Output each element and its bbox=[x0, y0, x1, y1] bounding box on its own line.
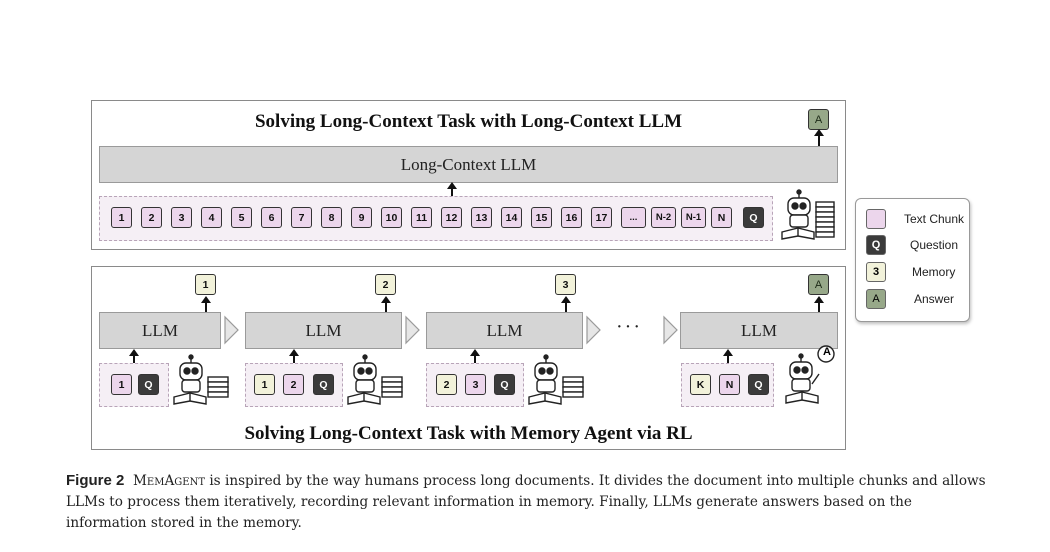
legend-swatch-question: Q bbox=[866, 235, 886, 255]
legend-row-memory: 3 Memory bbox=[866, 261, 955, 283]
legend-label-question: Question bbox=[910, 238, 959, 252]
reading-robot-icon-2 bbox=[347, 354, 403, 405]
legend-row-question: Q Question bbox=[866, 234, 958, 256]
bottom-panel-title: Solving Long-Context Task with Memory Ag… bbox=[244, 423, 693, 444]
figure-caption: Figure 2 MemAgent is inspired by the way… bbox=[66, 470, 996, 534]
step3-memory-chip: 2 bbox=[436, 374, 457, 395]
long-context-llm-label: Long-Context LLM bbox=[400, 154, 537, 174]
top-chunk-chip: 8 bbox=[321, 207, 342, 228]
step3-chunk-chip: 3 bbox=[465, 374, 486, 395]
top-question-chip: Q bbox=[743, 207, 764, 228]
step1-llm-label: LLM bbox=[142, 320, 178, 340]
legend-swatch-text-chunk bbox=[866, 209, 886, 229]
top-chunk-chip: 17 bbox=[591, 207, 612, 228]
top-chunk-chip: 12 bbox=[441, 207, 462, 228]
legend-row-answer: A Answer bbox=[866, 288, 954, 310]
step3-memory-output: 3 bbox=[555, 274, 576, 295]
answer-bubble-letter: A bbox=[823, 346, 831, 358]
connector-3 bbox=[586, 315, 601, 345]
top-chunk-chip: 16 bbox=[561, 207, 582, 228]
step4-memory-chip: K bbox=[690, 374, 711, 395]
top-chunk-chip: 4 bbox=[201, 207, 222, 228]
top-chunk-chip: N-1 bbox=[681, 207, 706, 228]
step4-chunk-chip: N bbox=[719, 374, 740, 395]
caption-name: MemAgent bbox=[133, 473, 205, 489]
arrow-to-answer bbox=[814, 129, 824, 146]
legend: Text Chunk Q Question 3 Memory A Answer bbox=[855, 198, 970, 322]
top-chunk-chip: 3 bbox=[171, 207, 192, 228]
top-chunk-chip: 6 bbox=[261, 207, 282, 228]
reading-robot-icon-1 bbox=[173, 354, 229, 405]
top-chunk-chip: 13 bbox=[471, 207, 492, 228]
legend-swatch-memory: 3 bbox=[866, 262, 886, 282]
reading-robot-icon-3 bbox=[528, 354, 584, 405]
steps-ellipsis: ··· bbox=[616, 316, 642, 338]
long-context-llm-box: Long-Context LLM bbox=[99, 146, 838, 183]
connector-4 bbox=[663, 315, 678, 345]
legend-label-answer: Answer bbox=[914, 292, 955, 306]
step1-chunk-chip: 1 bbox=[111, 374, 132, 395]
legend-label-memory: Memory bbox=[912, 265, 956, 279]
top-chunk-chip: 2 bbox=[141, 207, 162, 228]
top-chunk-chip: ... bbox=[621, 207, 646, 228]
top-chunk-chip: 15 bbox=[531, 207, 552, 228]
legend-label-text-chunk: Text Chunk bbox=[904, 212, 965, 226]
connector-2 bbox=[405, 315, 420, 345]
step2-chunk-chip: 2 bbox=[283, 374, 304, 395]
final-answer-chip: A bbox=[808, 274, 829, 295]
step3-llm-box: LLM bbox=[426, 312, 583, 349]
step2-question-chip: Q bbox=[313, 374, 334, 395]
top-chunk-chip: 7 bbox=[291, 207, 312, 228]
arrow-to-llm bbox=[447, 182, 457, 196]
top-chunk-chip: N bbox=[711, 207, 732, 228]
step2-llm-box: LLM bbox=[245, 312, 402, 349]
bottom-arrows bbox=[129, 296, 824, 363]
reading-robot-icon bbox=[781, 189, 835, 240]
top-chunk-chip: 14 bbox=[501, 207, 522, 228]
caption-label: Figure 2 bbox=[66, 472, 125, 489]
step3-question-chip: Q bbox=[494, 374, 515, 395]
top-chunk-chip: 11 bbox=[411, 207, 432, 228]
top-answer-chip: A bbox=[808, 109, 829, 130]
step4-llm-label: LLM bbox=[741, 320, 777, 340]
connector-1 bbox=[224, 315, 239, 345]
answering-robot-icon bbox=[785, 345, 835, 404]
top-chunk-chip: 5 bbox=[231, 207, 252, 228]
step1-memory-output: 1 bbox=[195, 274, 216, 295]
legend-swatch-answer: A bbox=[866, 289, 886, 309]
top-chunk-chip: 9 bbox=[351, 207, 372, 228]
top-chunk-chip: 10 bbox=[381, 207, 402, 228]
top-arrows bbox=[447, 129, 824, 196]
step4-question-chip: Q bbox=[748, 374, 769, 395]
step3-llm-label: LLM bbox=[486, 320, 523, 340]
step2-memory-output: 2 bbox=[375, 274, 396, 295]
bottom-panel: Solving Long-Context Task with Memory Ag… bbox=[91, 266, 846, 450]
step2-llm-label: LLM bbox=[305, 320, 342, 340]
caption-text: is inspired by the way humans process lo… bbox=[66, 473, 986, 531]
step1-question-chip: Q bbox=[138, 374, 159, 395]
top-panel-title: Solving Long-Context Task with Long-Cont… bbox=[254, 111, 683, 132]
step1-llm-box: LLM bbox=[99, 312, 221, 349]
legend-row-text-chunk: Text Chunk bbox=[866, 208, 964, 230]
step4-llm-box: LLM bbox=[680, 312, 838, 349]
top-chunk-chip: 1 bbox=[111, 207, 132, 228]
step2-memory-chip: 1 bbox=[254, 374, 275, 395]
top-chunk-chip: N-2 bbox=[651, 207, 676, 228]
